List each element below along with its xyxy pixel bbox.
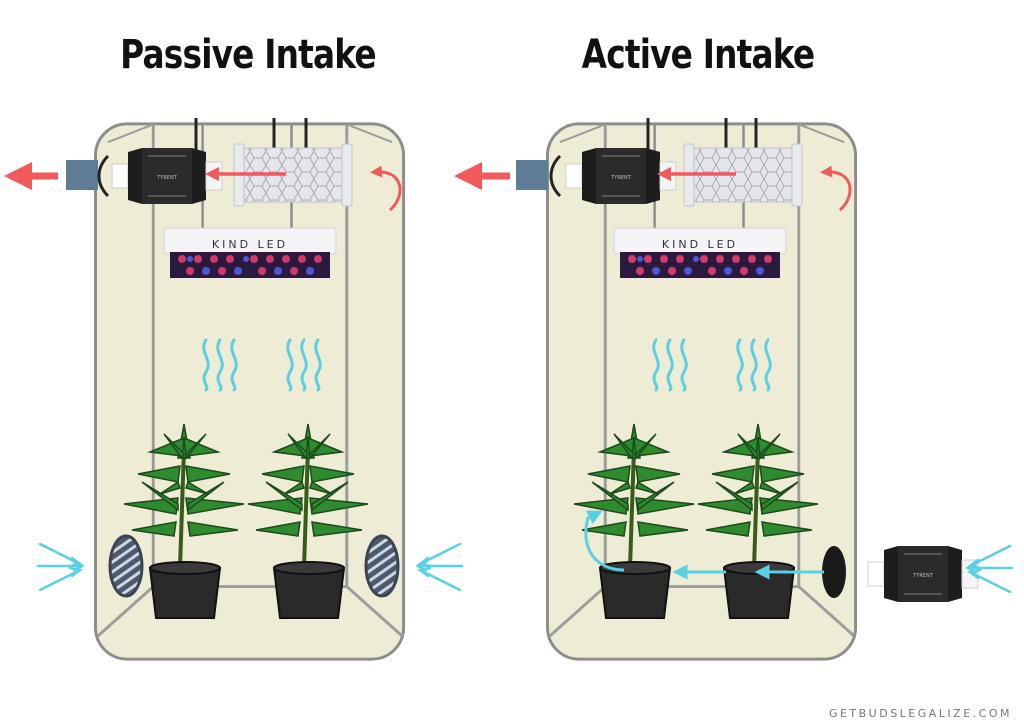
active-tent: KIND LED [454,118,1014,661]
passive-vent-right [364,534,400,598]
passive-tent: KIND LED [3,118,464,661]
exhaust-duct [516,160,548,190]
grow-light [163,227,337,279]
intake-curve-arrow [370,165,402,212]
passive-vent-left [108,534,144,598]
active-intake-title: Active Intake [581,32,816,78]
intake-arrows-right [416,542,464,592]
light-brand: KIND LED [212,238,288,251]
watermark: GETBUDSLEGALIZE.COM [828,707,1012,720]
passive-intake-title: Passive Intake [120,32,377,78]
intake-arrows-left [36,542,84,592]
intake-curve-arrow [820,165,852,212]
intake-port [822,546,846,598]
intake-fan [867,545,979,603]
exhaust-duct [66,160,98,190]
intake-flow-arrow-3 [584,510,625,572]
exhaust-fan [111,147,223,205]
grow-light [613,227,787,279]
exhaust-fan [565,147,677,205]
light-brand: KIND LED [662,238,738,251]
